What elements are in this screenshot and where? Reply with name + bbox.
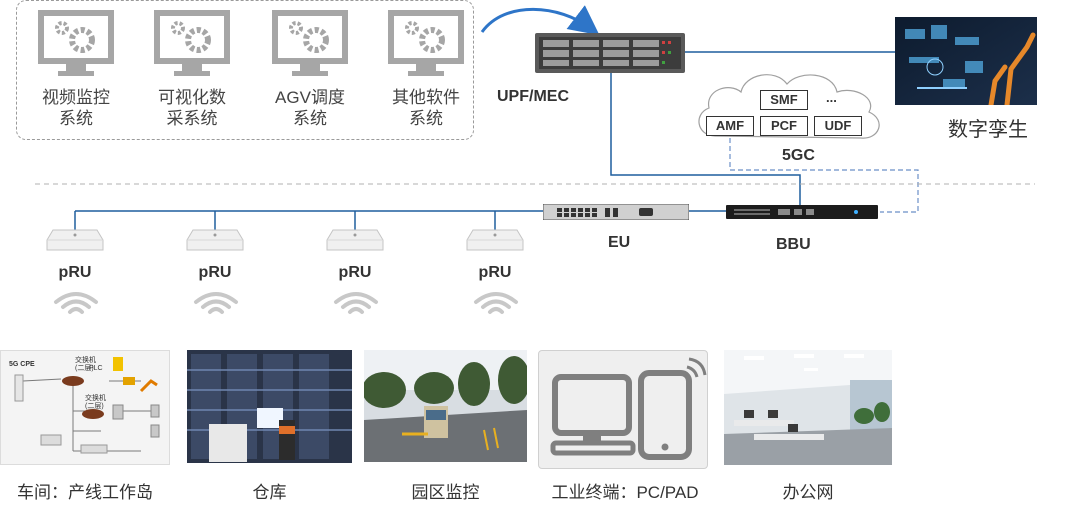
wireless-signal-icon — [474, 292, 518, 314]
application-systems-group — [16, 0, 474, 140]
system-data-visualization[interactable]: 可视化数 采系统 — [142, 8, 242, 129]
workshop-plc-label: PLC — [89, 365, 103, 372]
campus-surveillance-photo[interactable] — [364, 350, 527, 462]
monitor-gear-icon — [272, 10, 348, 76]
pru-3[interactable] — [325, 228, 385, 259]
system-label: 视频监控 系统 — [42, 88, 110, 128]
smf-function[interactable]: SMF — [760, 90, 808, 110]
digital-twin-image[interactable] — [895, 17, 1037, 105]
workshop-switch2-label: 交换机 (二层) — [85, 395, 106, 410]
monitor-gear-icon — [38, 10, 114, 76]
monitor-gear-icon — [388, 10, 464, 76]
wireless-signal-icon — [334, 292, 378, 314]
system-video-surveillance[interactable]: 视频监控 系统 — [26, 8, 126, 129]
pcf-function[interactable]: PCF — [760, 116, 808, 136]
system-label: AGV调度 系统 — [275, 88, 345, 128]
app-to-upf-arrow — [480, 5, 600, 36]
upf-mec-label: UPF/MEC — [497, 88, 569, 105]
scene-caption-warehouse: 仓库 — [252, 483, 287, 502]
office-photo[interactable] — [724, 350, 892, 465]
pru-device-icon — [326, 229, 384, 251]
workshop-switch1-label: 交换机 (二层) — [75, 357, 96, 372]
bbu-device-icon[interactable] — [726, 205, 878, 219]
system-agv-dispatch[interactable]: AGV调度 系统 — [260, 8, 360, 129]
5gc-label: 5GC — [782, 147, 815, 164]
wireless-signal-icon — [54, 292, 98, 314]
system-label: 可视化数 采系统 — [158, 88, 226, 128]
wireless-signal-icon — [194, 292, 238, 314]
system-other-software[interactable]: 其他软件 系统 — [376, 8, 476, 129]
more-functions-ellipsis: ... — [826, 90, 837, 105]
upf-mec-server-icon[interactable] — [535, 33, 685, 73]
workshop-diagram-image[interactable]: 5G CPE 交换机 (二层) PLC 交换机 (二层) — [0, 350, 170, 465]
pru-label-2: pRU — [198, 264, 232, 281]
pru-label-4: pRU — [478, 264, 512, 281]
amf-function[interactable]: AMF — [706, 116, 754, 136]
eu-label: EU — [608, 234, 631, 251]
digital-twin-label: 数字孪生 — [948, 119, 1028, 141]
scene-caption-workshop: 车间：产线工作岛 — [17, 483, 153, 502]
pru-device-icon — [466, 229, 524, 251]
pru-device-icon — [186, 229, 244, 251]
scene-caption-campus: 园区监控 — [411, 483, 480, 502]
udf-function[interactable]: UDF — [814, 116, 862, 136]
pru-label-3: pRU — [338, 264, 372, 281]
scene-caption-office: 办公网 — [782, 483, 834, 502]
pru-1[interactable] — [45, 228, 105, 259]
scene-caption-terminals: 工业终端：PC/PAD — [551, 483, 699, 502]
upf-bbu-link — [610, 70, 801, 208]
pru-label-1: pRU — [58, 264, 92, 281]
workshop-cpe-label: 5G CPE — [9, 361, 35, 368]
pru-2[interactable] — [185, 228, 245, 259]
eu-device-icon[interactable] — [543, 204, 689, 220]
workshop-links — [14, 357, 160, 454]
bbu-label: BBU — [776, 236, 811, 253]
warehouse-photo[interactable] — [187, 350, 352, 463]
pru-device-icon — [46, 229, 104, 251]
core-bbu-link — [729, 138, 919, 213]
pc-pad-icon[interactable] — [539, 351, 708, 469]
monitor-gear-icon — [154, 10, 230, 76]
pru-4[interactable] — [465, 228, 525, 259]
system-label: 其他软件 系统 — [392, 88, 460, 128]
industrial-terminal-panel — [538, 350, 708, 469]
